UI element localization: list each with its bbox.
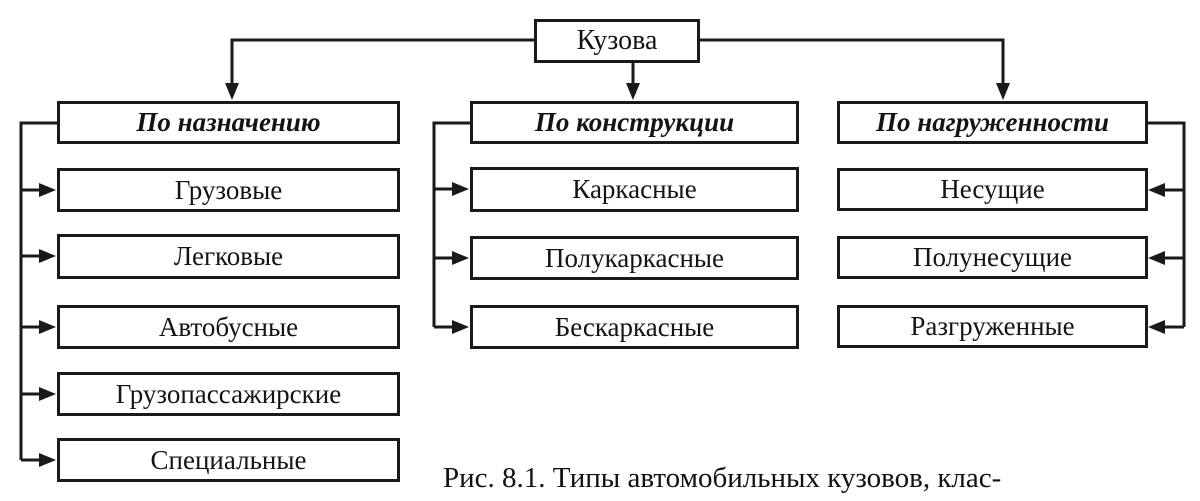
node-karkasnye: Каркасные [470, 167, 799, 212]
node-razgruzhennye: Разгруженные [837, 305, 1148, 348]
arrowhead-icons [39, 83, 1165, 467]
node-spetsialnye: Специальные [57, 438, 400, 482]
column-header-naznachenie: По назначению [57, 101, 400, 144]
node-polukarkasnye: Полукаркасные [470, 236, 799, 280]
column-header-konstruktsiya: По конструкции [470, 101, 799, 144]
node-beskarkasnye: Бескаркасные [470, 305, 799, 349]
node-legkovye: Легковые [57, 234, 400, 279]
node-polunesushchie: Полунесущие [837, 236, 1148, 279]
column-header-nagruzhennost: По нагруженности [837, 101, 1148, 144]
node-root: Кузова [534, 19, 700, 63]
node-nesushchie: Несущие [837, 168, 1148, 211]
node-gruzovye: Грузовые [57, 168, 400, 212]
node-gruzopassazhirskie: Грузопассажирские [57, 372, 400, 416]
node-avtobusnye: Автобусные [57, 305, 400, 349]
figure-caption: Рис. 8.1. Типы автомобильных кузовов, кл… [443, 462, 1002, 494]
